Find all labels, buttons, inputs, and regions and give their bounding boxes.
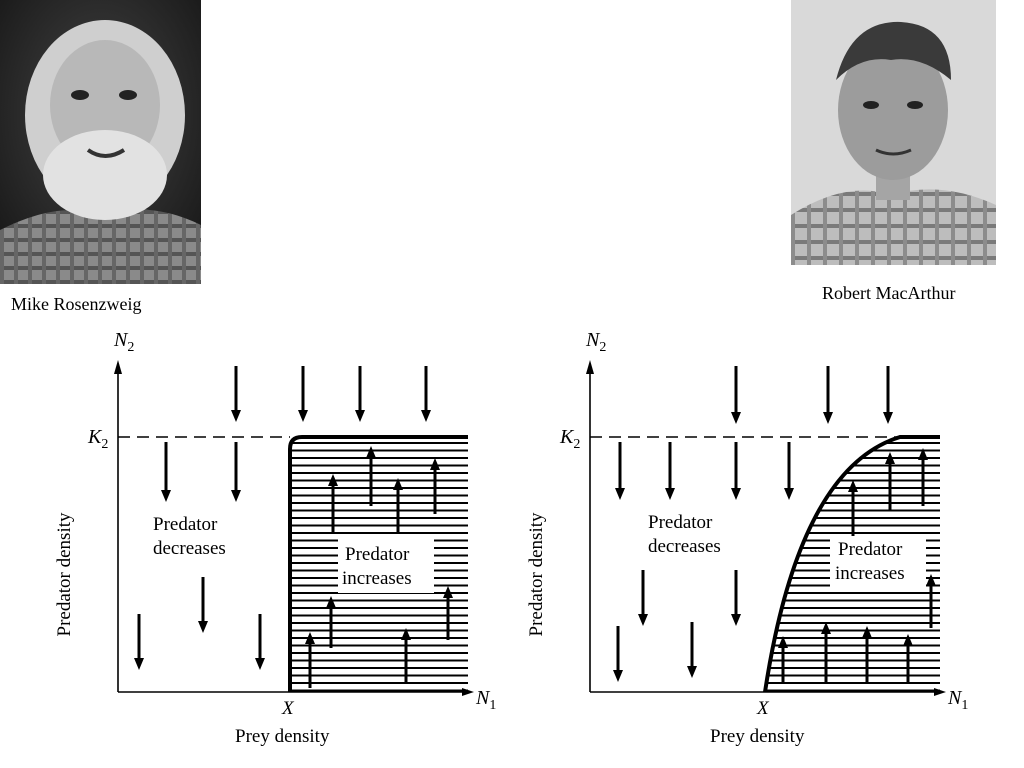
x-axis-variable-label: N1 bbox=[475, 687, 496, 713]
region-label-right-background bbox=[830, 536, 926, 592]
threshold-label: X bbox=[281, 698, 295, 719]
arrow-up-4-head bbox=[326, 596, 336, 608]
carrying-capacity-label: K2 bbox=[87, 426, 108, 452]
y-axis-variable-label: N2 bbox=[585, 329, 606, 355]
arrow-up-1-head bbox=[430, 458, 440, 470]
arrow-down-2-head bbox=[883, 412, 893, 424]
photo-mike-rosenzweig bbox=[0, 0, 201, 284]
arrow-up-6-head bbox=[903, 634, 913, 646]
arrow-up-3-head bbox=[393, 478, 403, 490]
portrait-image bbox=[0, 0, 201, 284]
arrow-down-0-head bbox=[731, 412, 741, 424]
x-axis-arrowhead bbox=[462, 688, 474, 696]
arrow-down-5-head bbox=[731, 488, 741, 500]
arrow-up-0-head bbox=[918, 448, 928, 460]
y-axis-title: Predator density bbox=[526, 512, 547, 637]
arrow-down-0-head bbox=[231, 410, 241, 422]
region-label-left-line2: decreases bbox=[153, 538, 226, 559]
y-axis-variable-label: N2 bbox=[113, 329, 134, 355]
x-axis-variable-label: N1 bbox=[947, 687, 968, 713]
predator-isocline bbox=[288, 435, 468, 692]
arrow-up-5-head bbox=[443, 586, 453, 598]
arrow-down-8-head bbox=[255, 658, 265, 670]
arrow-up-7-head bbox=[778, 636, 788, 648]
photo-robert-macarthur bbox=[791, 0, 996, 265]
portrait-image bbox=[791, 0, 996, 265]
arrow-down-6-head bbox=[198, 621, 208, 633]
arrow-down-9-head bbox=[613, 670, 623, 682]
arrow-down-3-head bbox=[421, 410, 431, 422]
arrow-down-7-head bbox=[638, 614, 648, 626]
y-axis-arrowhead bbox=[114, 360, 122, 374]
region-label-right-line1: Predator bbox=[345, 544, 410, 565]
region-label-right-line2: increases bbox=[342, 568, 412, 589]
arrow-up-7-head bbox=[401, 628, 411, 640]
arrow-up-2-head bbox=[848, 480, 858, 492]
region-label-left-line1: Predator bbox=[648, 512, 713, 533]
arrow-up-2-head bbox=[328, 474, 338, 486]
arrow-down-5-head bbox=[231, 490, 241, 502]
carrying-capacity-label: K2 bbox=[559, 426, 580, 452]
arrow-up-1-head bbox=[885, 452, 895, 464]
x-axis-title: Prey density bbox=[710, 726, 805, 747]
arrow-up-5-head bbox=[862, 626, 872, 638]
arrow-down-2-head bbox=[355, 410, 365, 422]
arrow-down-1-head bbox=[823, 412, 833, 424]
region-label-left-line2: decreases bbox=[648, 536, 721, 557]
y-axis-arrowhead bbox=[586, 360, 594, 374]
arrow-down-1-head bbox=[298, 410, 308, 422]
y-axis-title: Predator density bbox=[54, 512, 75, 637]
arrow-down-7-head bbox=[134, 658, 144, 670]
arrow-up-4-head bbox=[821, 622, 831, 634]
caption-right-photo: Robert MacArthur bbox=[822, 283, 956, 303]
caption-left-photo: Mike Rosenzweig bbox=[11, 294, 142, 314]
arrow-up-3-head bbox=[926, 574, 936, 586]
region-label-right-line2: increases bbox=[835, 563, 905, 584]
x-axis-title: Prey density bbox=[235, 726, 330, 747]
arrow-down-10-head bbox=[687, 666, 697, 678]
region-label-right-background bbox=[338, 537, 434, 593]
arrow-down-3-head bbox=[615, 488, 625, 500]
arrow-down-8-head bbox=[731, 614, 741, 626]
region-label-right-line1: Predator bbox=[838, 539, 903, 560]
arrow-down-6-head bbox=[784, 488, 794, 500]
arrow-up-0-head bbox=[366, 446, 376, 458]
arrow-up-6-head bbox=[305, 632, 315, 644]
region-label-left-line1: Predator bbox=[153, 514, 218, 535]
arrow-down-4-head bbox=[665, 488, 675, 500]
x-axis-arrowhead bbox=[934, 688, 946, 696]
arrow-down-4-head bbox=[161, 490, 171, 502]
threshold-label: X bbox=[756, 698, 770, 719]
predator-isocline bbox=[763, 435, 940, 693]
